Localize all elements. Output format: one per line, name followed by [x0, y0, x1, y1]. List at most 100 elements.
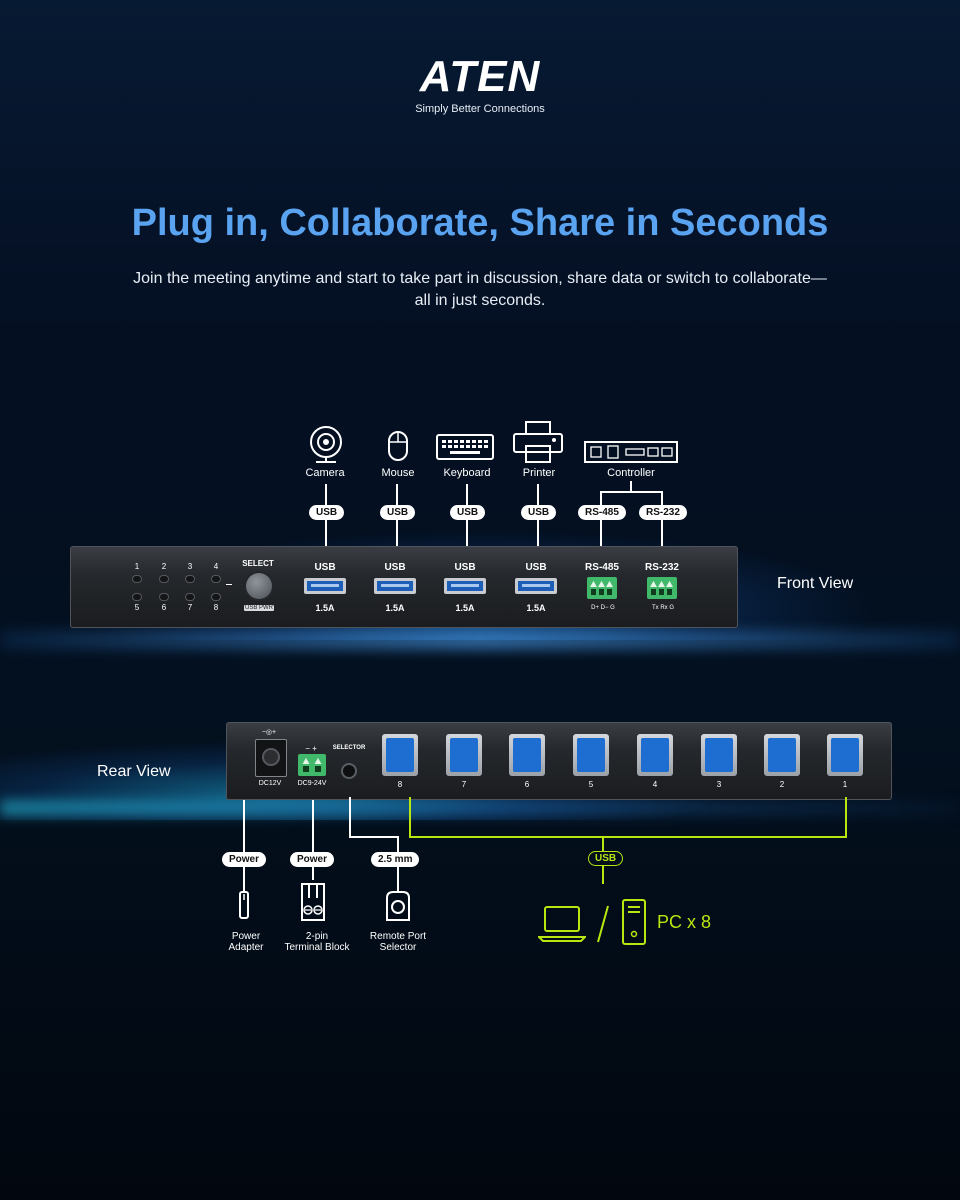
usb-b-port[interactable] [446, 734, 482, 776]
power-plug-icon [234, 880, 254, 922]
usb-a-port[interactable] [444, 578, 486, 594]
dc-power-label: DC12V [258, 780, 282, 787]
usb-port-label: USB [454, 562, 476, 573]
brand-logo: ATEN Simply Better Connections [405, 55, 555, 116]
terminal-voltage-label: DC9-24V [297, 780, 327, 787]
device-label-controller: Controller [607, 467, 655, 479]
controller-icon [584, 441, 678, 463]
device-label-mouse: Mouse [381, 467, 415, 479]
front-panel: 1 2 3 4 5 6 7 8 SELECT USB PWR USB 1.5A … [70, 546, 738, 628]
rs485-pill: RS-485 [578, 505, 626, 520]
brand-tagline: Simply Better Connections [415, 103, 545, 115]
rs232-pill: RS-232 [639, 505, 687, 520]
usb-b-port-number: 5 [588, 780, 594, 789]
usb-port-rating: 1.5A [315, 603, 335, 613]
rs485-terminal[interactable] [587, 577, 617, 599]
rs232-terminal[interactable] [647, 577, 677, 599]
port-led [133, 576, 141, 582]
usb-a-port[interactable] [374, 578, 416, 594]
led-number: 1 [134, 562, 140, 571]
connector-line-selector-h [349, 836, 398, 838]
usb-pill: USB [521, 505, 557, 520]
usb-b-port[interactable] [573, 734, 609, 776]
usb-b-port-number: 8 [397, 780, 403, 789]
led-divider [226, 584, 232, 585]
usb-b-port[interactable] [701, 734, 737, 776]
page-subheadline: Join the meeting anytime and start to ta… [133, 270, 827, 309]
terminal-block-label: 2-pin Terminal Block [284, 931, 350, 953]
connector-line-rs232 [661, 491, 663, 554]
rear-floor-light [0, 800, 960, 816]
led-number: 6 [161, 603, 167, 612]
selector-label: SELECTOR [332, 745, 366, 751]
device-label-printer: Printer [522, 467, 556, 479]
device-label-keyboard: Keyboard [443, 467, 491, 479]
usb-green-pill: USB [588, 851, 624, 866]
usb-bus-line [409, 836, 847, 838]
usb-pill: USB [380, 505, 416, 520]
dc-symbol: −◎+ [261, 729, 277, 736]
led-number: 4 [213, 562, 219, 571]
usb-bus-right [845, 797, 847, 838]
usb-b-port[interactable] [509, 734, 545, 776]
pc-count-label: PC x 8 [657, 912, 712, 932]
port-led [212, 594, 220, 600]
rear-view-label: Rear View [97, 763, 171, 780]
connector-line-selector [349, 797, 351, 837]
keyboard-icon [436, 434, 494, 460]
front-floor-light [0, 630, 960, 650]
usb-port-label: USB [314, 562, 336, 573]
led-number: 7 [187, 603, 193, 612]
remote-selector-label: Remote Port Selector [369, 931, 427, 953]
port-led [160, 576, 168, 582]
usb-b-port-number: 4 [652, 780, 658, 789]
power-pill: Power [222, 852, 267, 867]
usb-port-label: USB [384, 562, 406, 573]
usb-port-rating: 1.5A [526, 603, 546, 613]
usb-bus-left [409, 797, 411, 838]
usb-b-port-number: 2 [779, 780, 785, 789]
usb-a-port[interactable] [515, 578, 557, 594]
usb-pill: USB [450, 505, 486, 520]
usb-b-port-number: 1 [842, 780, 848, 789]
selector-size-pill: 2.5 mm [371, 852, 420, 867]
port-led [186, 594, 194, 600]
usb-b-port-number: 6 [524, 780, 530, 789]
terminal-polarity: − + [305, 744, 317, 753]
selector-jack[interactable] [343, 765, 355, 777]
printer-icon [512, 420, 564, 464]
select-button[interactable] [246, 573, 272, 599]
led-number: 8 [213, 603, 219, 612]
connector-line-controller-split [600, 491, 663, 493]
power-terminal-block[interactable] [298, 754, 326, 776]
usb-b-port[interactable] [637, 734, 673, 776]
select-sub-label: USB PWR [244, 605, 274, 611]
rs232-pin-labels: Tx Rx G [652, 605, 674, 611]
connector-line-power-adapter [243, 800, 245, 880]
rear-panel: −◎+ DC12V − + DC9-24V SELECTOR 8 7 6 5 4… [226, 722, 892, 800]
dc-power-jack[interactable] [255, 739, 287, 777]
led-number: 2 [161, 562, 167, 571]
desktop-pc-icon [620, 898, 648, 946]
usb-port-rating: 1.5A [455, 603, 475, 613]
port-led [133, 594, 141, 600]
connector-line-rs485 [600, 491, 602, 554]
usb-port-label: USB [525, 562, 547, 573]
usb-a-port[interactable] [304, 578, 346, 594]
remote-selector-icon [385, 880, 411, 924]
mouse-icon [387, 430, 409, 462]
connector-line-controller [630, 481, 632, 493]
usb-b-port[interactable] [764, 734, 800, 776]
led-number: 3 [187, 562, 193, 571]
select-label: SELECT [242, 559, 274, 568]
power-adapter-label: Power Adapter [228, 931, 264, 953]
usb-b-port-number: 7 [461, 780, 467, 789]
camera-icon [306, 424, 346, 464]
front-view-label: Front View [777, 575, 854, 592]
usb-b-port[interactable] [827, 734, 863, 776]
terminal-block-icon [300, 880, 326, 924]
usb-port-rating: 1.5A [385, 603, 405, 613]
port-led [186, 576, 194, 582]
usb-b-port[interactable] [382, 734, 418, 776]
laptop-icon [536, 904, 588, 942]
